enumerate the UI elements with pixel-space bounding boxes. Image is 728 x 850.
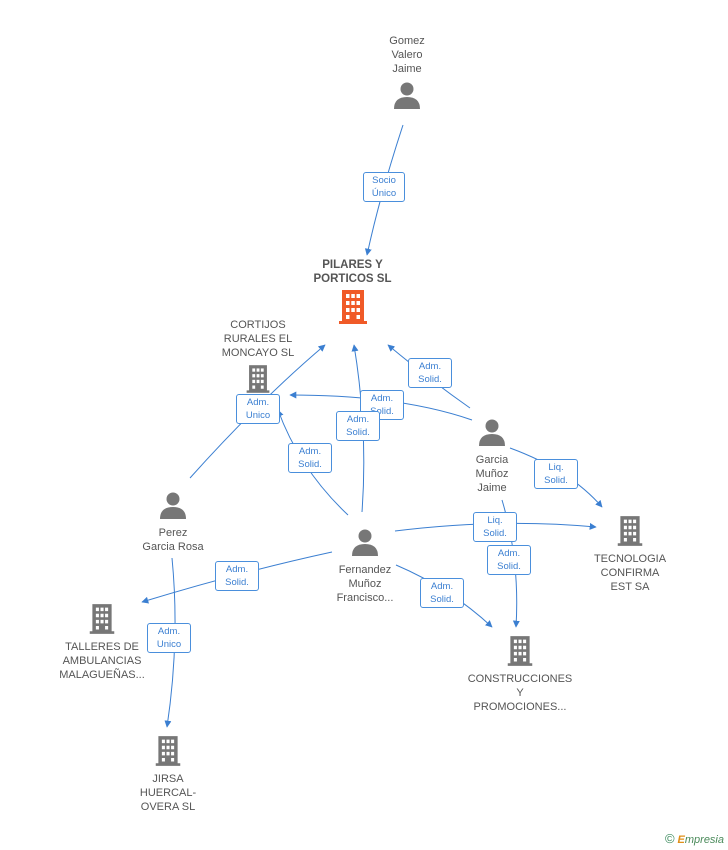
person-icon bbox=[394, 82, 420, 109]
building-icon bbox=[89, 604, 115, 634]
node-label: TECNOLOGIA CONFIRMA EST SA bbox=[593, 553, 667, 593]
badge-socio-unico[interactable]: Socio Único bbox=[363, 172, 405, 202]
node-label: CORTIJOS RURALES EL MONCAYO SL bbox=[221, 319, 295, 359]
badge-fernandez-pilares[interactable]: Adm. Solid. bbox=[336, 411, 380, 441]
person-icon bbox=[479, 419, 505, 446]
person-icon bbox=[160, 492, 186, 519]
node-construcciones-promociones[interactable]: CONSTRUCCIONES Y PROMOCIONES... bbox=[466, 634, 574, 714]
badge-fernandez-construcciones[interactable]: Adm. Solid. bbox=[420, 578, 464, 608]
node-pilares-y-porticos[interactable]: PILARES Y PORTICOS SL bbox=[300, 258, 405, 329]
node-fernandez-munoz-francisco[interactable]: Fernandez Muñoz Francisco... bbox=[322, 527, 408, 605]
copyright-symbol: © bbox=[664, 831, 675, 846]
brand-name: mpresia bbox=[684, 834, 724, 846]
building-icon bbox=[507, 636, 533, 666]
node-perez-garcia-rosa[interactable]: Perez Garcia Rosa bbox=[128, 490, 218, 554]
node-garcia-munoz-jaime[interactable]: Garcia Muñoz Jaime bbox=[452, 417, 532, 495]
building-icon bbox=[246, 365, 270, 393]
badge-perez-jirsa[interactable]: Adm. Unico bbox=[147, 623, 191, 653]
node-tecnologia-confirma[interactable]: TECNOLOGIA CONFIRMA EST SA bbox=[588, 514, 672, 594]
node-cortijos-rurales[interactable]: CORTIJOS RURALES EL MONCAYO SL bbox=[213, 318, 303, 398]
node-talleres-ambulancias[interactable]: TALLERES DE AMBULANCIAS MALAGUEÑAS... bbox=[52, 602, 152, 682]
building-icon bbox=[155, 736, 181, 766]
badge-fernandez-cortijos[interactable]: Adm. Solid. bbox=[288, 443, 332, 473]
badge-garcia-tecnologia[interactable]: Liq. Solid. bbox=[534, 459, 578, 489]
badge-fernandez-tecnologia[interactable]: Liq. Solid. bbox=[473, 512, 517, 542]
badge-garcia-construcciones[interactable]: Adm. Solid. bbox=[487, 545, 531, 575]
badge-fernandez-talleres[interactable]: Adm. Solid. bbox=[215, 561, 259, 591]
brand-initial: E bbox=[677, 834, 685, 846]
node-label: CONSTRUCCIONES Y PROMOCIONES... bbox=[467, 673, 573, 713]
node-label: TALLERES DE AMBULANCIAS MALAGUEÑAS... bbox=[59, 641, 145, 681]
building-icon bbox=[338, 290, 367, 324]
node-label: Perez Garcia Rosa bbox=[142, 527, 204, 553]
node-label: Gomez Valero Jaime bbox=[389, 35, 425, 75]
node-label: JIRSA HUERCAL- OVERA SL bbox=[139, 773, 197, 813]
node-label: Fernandez Muñoz Francisco... bbox=[336, 564, 394, 604]
badge-perez-cortijos[interactable]: Adm. Unico bbox=[236, 394, 280, 424]
node-label: PILARES Y PORTICOS SL bbox=[313, 259, 392, 285]
node-gomez-valero-jaime[interactable]: Gomez Valero Jaime bbox=[367, 34, 447, 114]
building-icon bbox=[617, 516, 643, 546]
badge-garcia-pilares[interactable]: Adm. Solid. bbox=[408, 358, 452, 388]
node-jirsa-huercal-overa[interactable]: JIRSA HUERCAL- OVERA SL bbox=[126, 734, 210, 814]
person-icon bbox=[352, 529, 378, 556]
empresia-logo[interactable]: ©Empresia bbox=[665, 831, 724, 846]
node-label: Garcia Muñoz Jaime bbox=[475, 454, 509, 494]
